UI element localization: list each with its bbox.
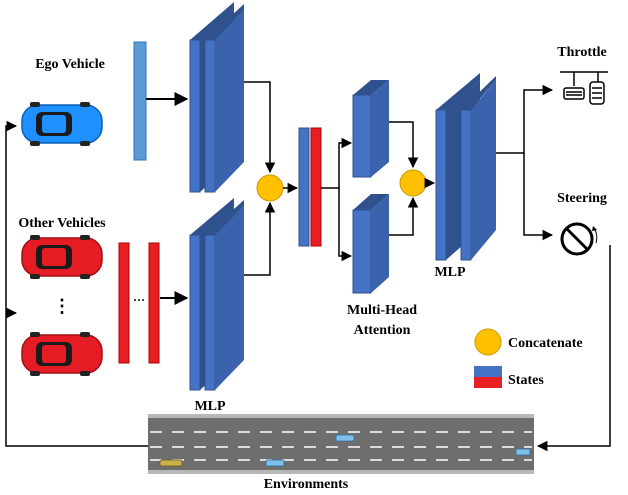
attention-label-line2: Attention (354, 323, 411, 338)
legend: Concatenate States (474, 328, 583, 388)
attention-block-top (352, 80, 389, 178)
ego-vehicle-label: Ego Vehicle (35, 57, 105, 72)
ego-state-vector (133, 41, 147, 161)
vehicles-vertical-ellipsis: ⋮ (53, 296, 71, 316)
environment-road (148, 414, 534, 474)
ego-vehicle-car-icon (21, 102, 103, 146)
others-mlp-block (189, 198, 244, 391)
steering-label: Steering (557, 191, 607, 206)
other-vehicle-car-icon (21, 235, 103, 279)
other-state-vector (118, 242, 130, 364)
legend-concatenate-swatch (474, 328, 502, 356)
legend-states-swatch-blue (474, 366, 502, 377)
arrow (536, 245, 611, 452)
environments-label: Environments (264, 477, 349, 490)
attention-block-bottom (352, 194, 389, 294)
states-horizontal-ellipsis: ··· (133, 293, 145, 307)
other-state-vector (148, 242, 160, 364)
arrow (389, 196, 419, 236)
concatenated-state-red (310, 127, 322, 247)
throttle-label: Throttle (557, 45, 607, 60)
ego-mlp-block (189, 2, 244, 193)
arrow (523, 153, 554, 241)
concatenate-node (399, 169, 427, 197)
attention-label-line1: Multi-Head (347, 303, 417, 318)
legend-states-label: States (508, 373, 544, 388)
arrow (244, 201, 276, 276)
legend-concatenate-label: Concatenate (508, 336, 583, 351)
right-mlp-label: MLP (434, 265, 466, 280)
feedback-loop (5, 120, 150, 447)
arrow (321, 137, 353, 189)
arrow (389, 121, 419, 169)
arrow (244, 81, 276, 174)
output-mlp-block (435, 73, 496, 261)
steering-wheel-icon (560, 222, 598, 256)
other-vehicle-car-icon (21, 332, 103, 376)
legend-states-swatch-red (474, 377, 502, 388)
other-vehicles-label: Other Vehicles (18, 216, 106, 231)
concatenated-state-blue (298, 127, 310, 247)
left-mlp-label: MLP (194, 399, 226, 414)
throttle-pedal-icon (560, 71, 608, 105)
arrow (338, 188, 353, 262)
arrow (496, 84, 554, 154)
concatenate-node (256, 174, 284, 202)
